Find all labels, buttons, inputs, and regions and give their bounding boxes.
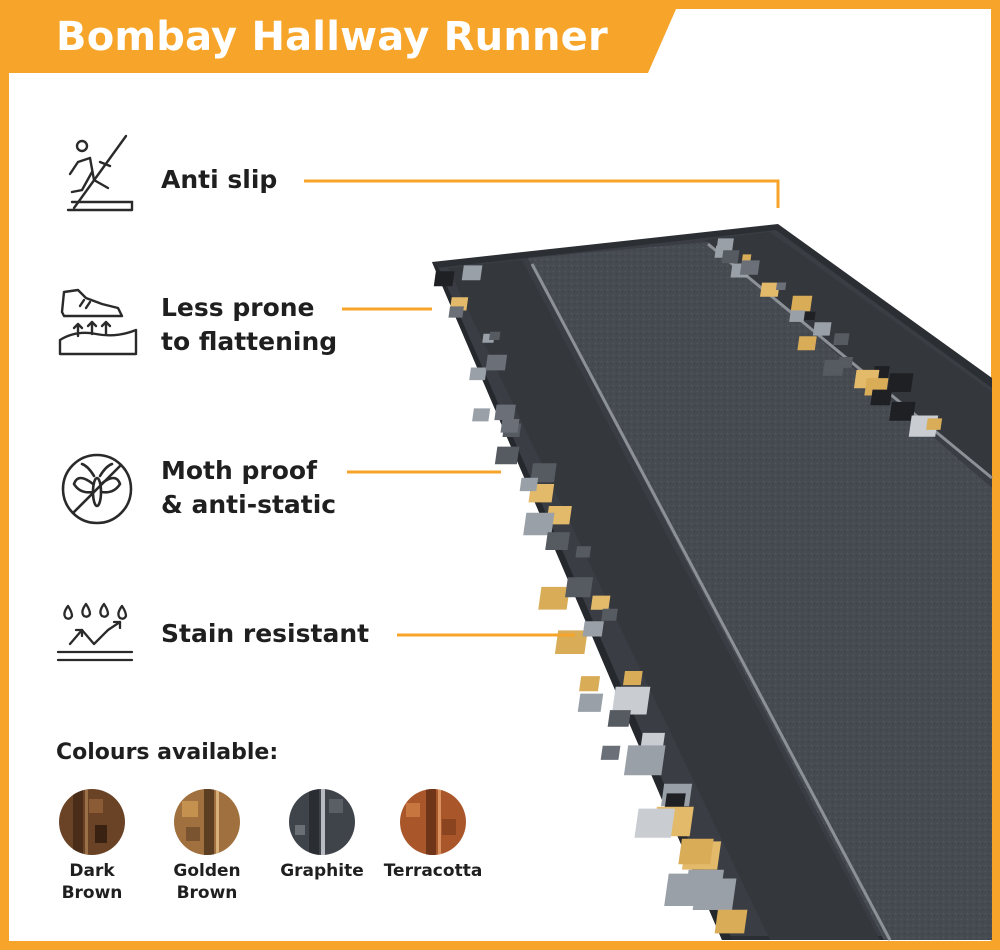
rug-tile (759, 282, 780, 297)
swatch-dark-brown[interactable] (59, 789, 125, 855)
feature-anti-slip: Anti slip (161, 163, 277, 197)
rug-tile (485, 354, 508, 371)
leader-line-anti-slip (304, 179, 780, 208)
rug-tile (837, 357, 854, 368)
rug-tile (545, 532, 571, 551)
rug-tile (664, 793, 686, 809)
rug-tile (678, 838, 714, 865)
swatch-label-line2: Brown (61, 883, 123, 903)
swatch-label-line1: Dark (69, 861, 115, 881)
rug-tile (721, 250, 740, 264)
rug-tile (577, 693, 604, 712)
swatch-label-line2: Brown (176, 883, 238, 903)
no-moth-icon (61, 453, 133, 525)
rug-tile (448, 306, 464, 318)
title-banner (0, 0, 680, 73)
swatch-label-dark-brown: Dark Brown (37, 860, 147, 904)
rug-tile (804, 311, 816, 321)
water-drops-icon (56, 602, 134, 662)
swatch-label-line1: Golden (173, 861, 241, 881)
rug-tile (790, 295, 813, 312)
rug-tile (461, 265, 483, 281)
page-title: Bombay Hallway Runner (56, 14, 608, 60)
swatch-label-line1: Graphite (280, 861, 364, 881)
rug-tile (590, 595, 611, 610)
rug-tile (739, 260, 760, 275)
swatch-graphite[interactable] (289, 789, 355, 855)
rug-tile (530, 463, 557, 483)
rug-tile (611, 686, 651, 715)
leader-line-moth (347, 470, 501, 474)
feature-label-line1: Moth proof (161, 456, 317, 485)
rug-tile (472, 408, 491, 422)
rug-tile (692, 878, 737, 910)
rug-tile (500, 419, 520, 433)
rug-tile (575, 546, 592, 558)
feature-flattening: Less prone to flattening (161, 291, 337, 359)
rug-tile (812, 322, 832, 336)
rug-tile (889, 401, 916, 421)
feature-label-line1: Anti slip (161, 165, 278, 194)
rug-tile (716, 238, 734, 252)
leader-line-stain (397, 633, 575, 637)
feature-stain-resistant: Stain resistant (161, 617, 369, 651)
rug-tile (519, 477, 539, 492)
rug-tile (601, 608, 618, 621)
rug-tile (607, 710, 631, 727)
rug-tile (714, 909, 748, 934)
rug-tile (870, 389, 893, 406)
feature-label-line1: Less prone (161, 293, 315, 322)
rug-tile (775, 282, 787, 290)
rug-tile (565, 577, 594, 598)
swatch-label-terracotta: Terracotta (378, 860, 488, 882)
anti-slip-icon (66, 134, 134, 212)
feature-label-line2: to flattening (161, 327, 338, 356)
swatch-label-graphite: Graphite (267, 860, 377, 882)
rug-tile (634, 808, 675, 838)
rug-tile (600, 745, 621, 760)
rug-tile (494, 446, 520, 465)
swatch-label-line1: Terracotta (383, 861, 483, 881)
rug-tile (741, 254, 752, 262)
swatch-label-golden-brown: Golden Brown (152, 860, 262, 904)
rug-tile (469, 367, 487, 381)
rug-tile (582, 621, 604, 637)
rug-tile (494, 404, 516, 421)
rug-tile (433, 271, 455, 287)
rug-tile (623, 671, 643, 686)
feature-label-line2: & anti-static (161, 490, 337, 519)
swatch-golden-brown[interactable] (174, 789, 240, 855)
swatch-terracotta[interactable] (400, 789, 466, 855)
rug-tile (538, 586, 570, 610)
rug-tile (623, 745, 666, 776)
leader-line-flattening (342, 307, 432, 311)
colours-heading: Colours available: (56, 740, 279, 765)
rug-tile (523, 512, 555, 536)
rug-tile (579, 676, 601, 692)
rug-tile (489, 331, 501, 340)
feature-label-line1: Stain resistant (161, 619, 370, 648)
rug-tile (887, 373, 914, 393)
rug-tile (926, 418, 943, 430)
shoe-cushion-icon (58, 288, 138, 356)
feature-moth-proof: Moth proof & anti-static (161, 454, 336, 522)
rug-tile (797, 336, 817, 351)
rug-tile (789, 310, 806, 322)
rug-tile (833, 333, 850, 345)
